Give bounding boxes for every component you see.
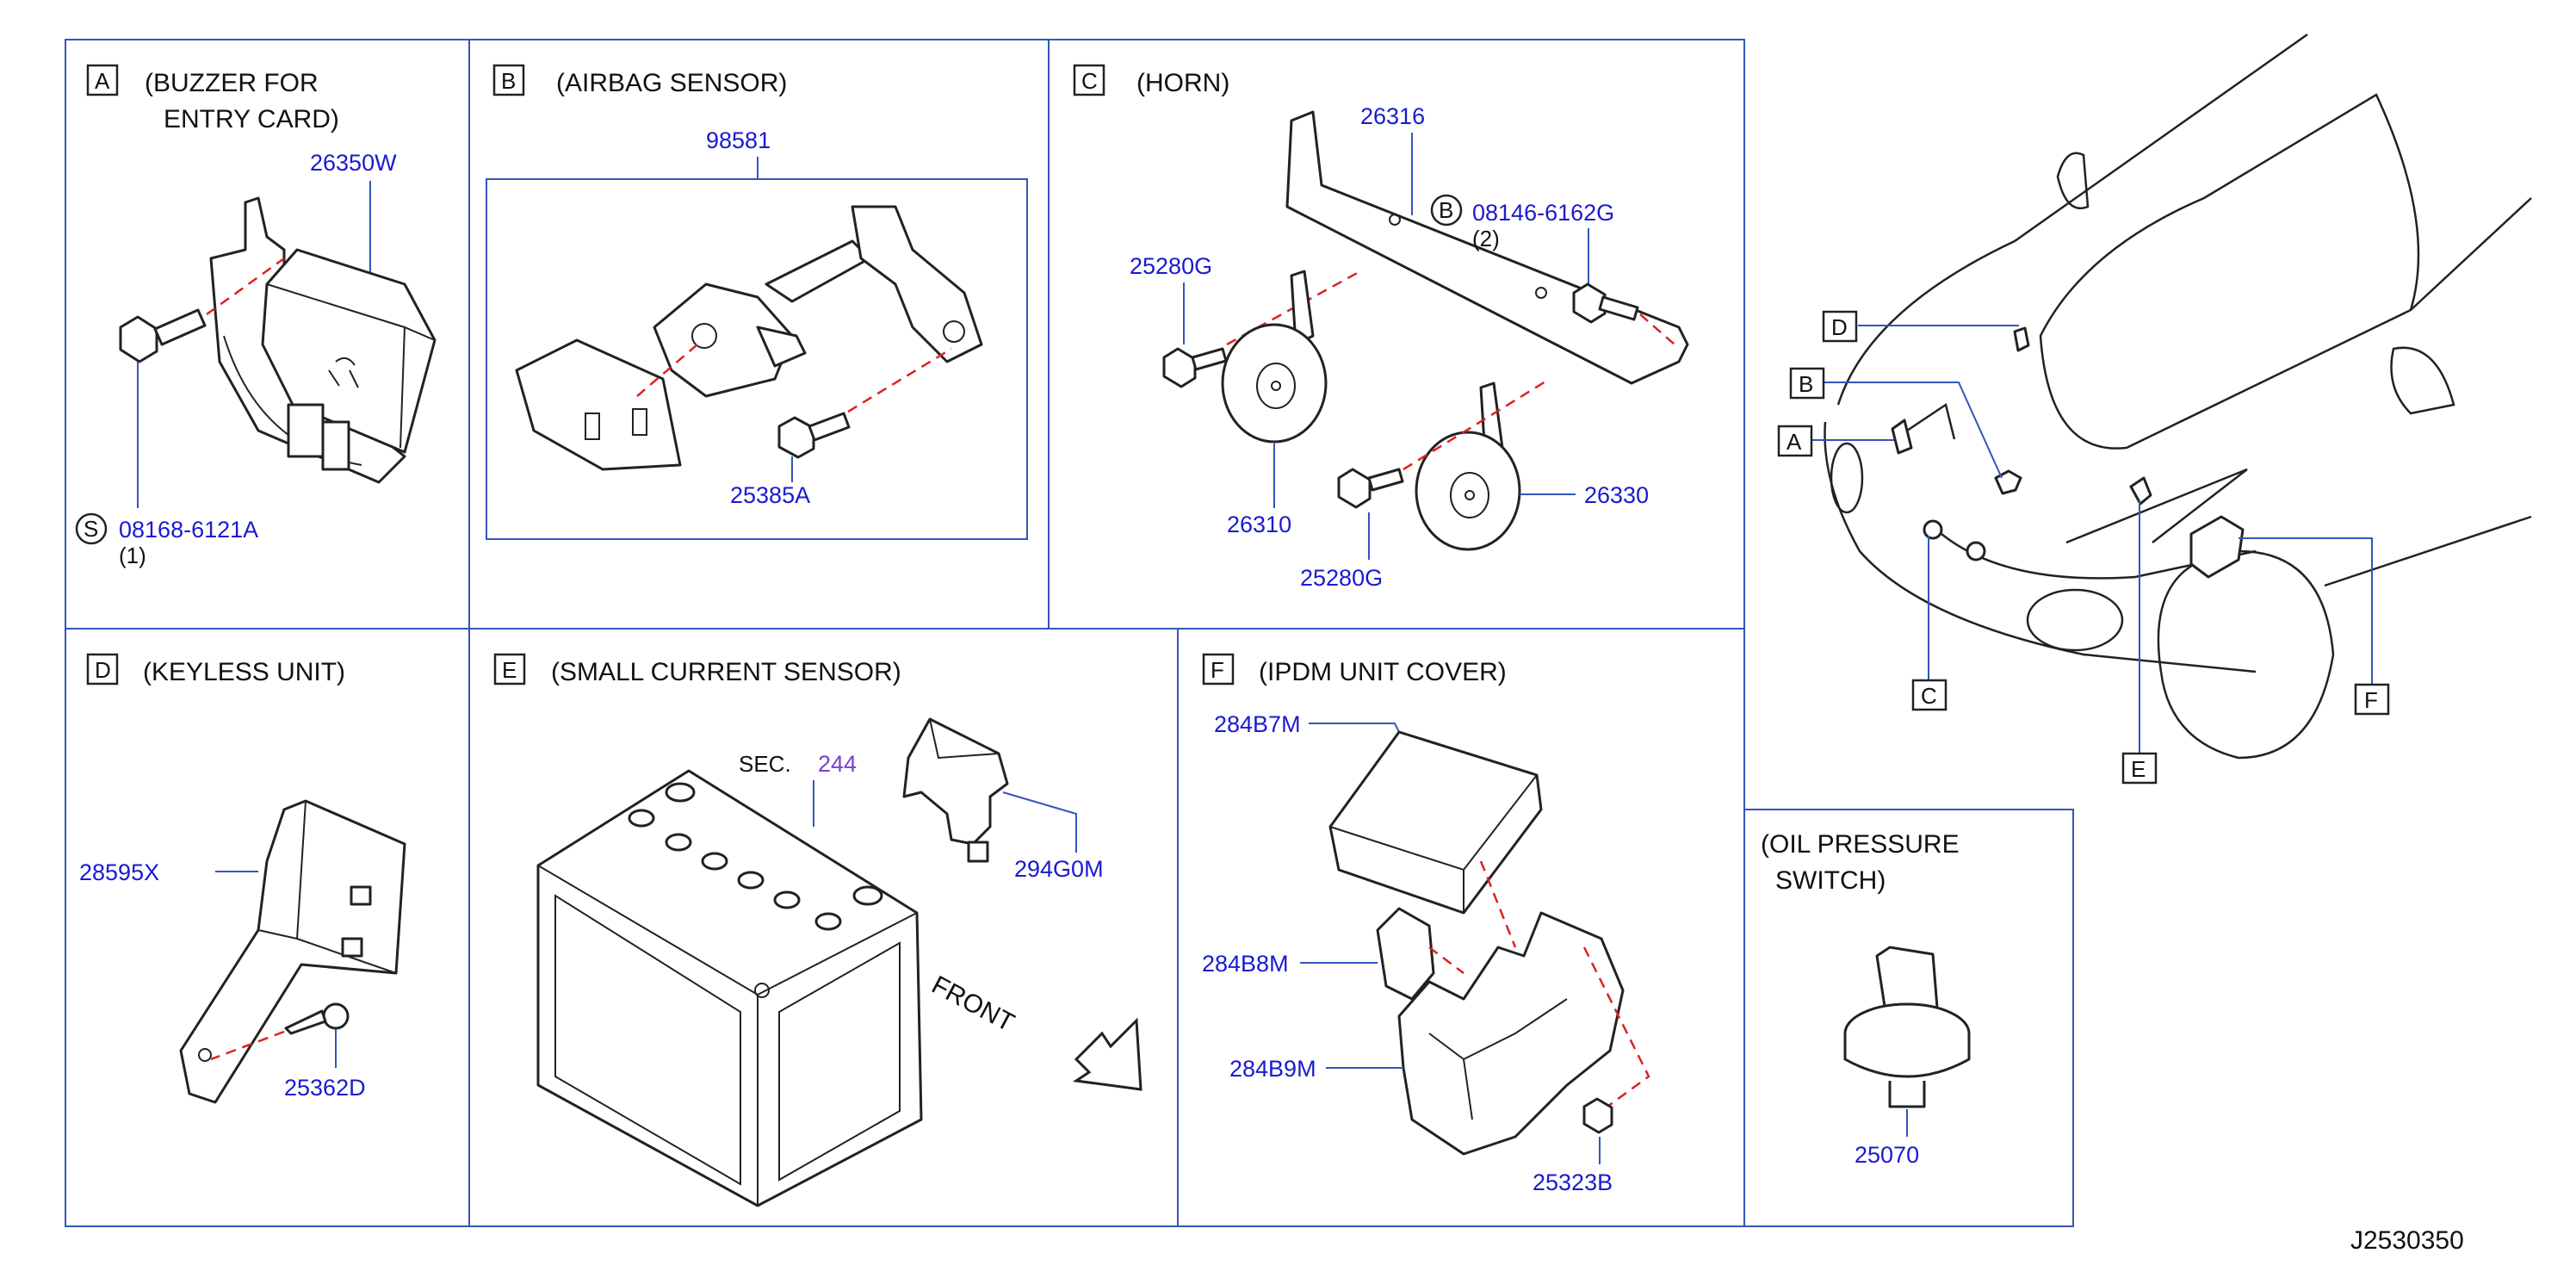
panel-b: B (AIRBAG SENSOR) 98581 25385A — [486, 64, 1028, 540]
panel-c-letter: C — [1081, 68, 1098, 94]
panel-a-letter-box — [86, 64, 119, 96]
part-08168-6121A[interactable]: 08168-6121A — [119, 517, 258, 543]
car-label-c: C — [1911, 679, 1947, 711]
car-location-view: D B A C E F — [1777, 33, 2532, 785]
svg-text:E: E — [2131, 756, 2146, 782]
panel-e-letter: E — [502, 657, 517, 683]
part-25362D[interactable]: 25362D — [284, 1075, 366, 1101]
panel-e: E (SMALL CURRENT SENSOR) SEC. 244 294G0M… — [493, 653, 1142, 1207]
airbag-sensor-assembly-box — [486, 178, 1028, 540]
buzzer-body — [261, 248, 437, 454]
car-label-a: A — [1777, 425, 1813, 457]
car-front-bumper — [1824, 421, 2257, 673]
bolt-25280G-bottom — [1337, 468, 1372, 509]
nut-25323B — [1582, 1097, 1613, 1134]
car-label-b: B — [1789, 367, 1825, 400]
part-294G0M[interactable]: 294G0M — [1014, 856, 1104, 882]
bolt-marker-s-letter: S — [84, 516, 98, 542]
part-26316[interactable]: 26316 — [1360, 103, 1425, 129]
battery — [536, 769, 923, 1207]
panel-b-letter: B — [501, 68, 516, 94]
panel-c: C (HORN) 26316 B 08146-6162G (2) 25280G … — [1073, 64, 1689, 591]
ipdm-cover-284B7M — [1328, 730, 1543, 915]
part-98581[interactable]: 98581 — [706, 127, 771, 153]
part-26350W[interactable]: 26350W — [310, 150, 397, 176]
svg-text:D: D — [1831, 314, 1848, 340]
car-hood — [2065, 468, 2248, 544]
panel-d-title: (KEYLESS UNIT) — [143, 658, 345, 686]
panel-b-title: (AIRBAG SENSOR) — [556, 69, 787, 97]
panel-f-letter: F — [1211, 657, 1224, 683]
part-25323B[interactable]: 25323B — [1533, 1169, 1613, 1195]
panel-d-letter: D — [95, 657, 111, 683]
part-25385A[interactable]: 25385A — [730, 482, 810, 508]
ipdm-clip-284B8M — [1376, 907, 1435, 1001]
panel-f: F (IPDM UNIT COVER) 284B7M 284B8M 284B9M… — [1202, 653, 1650, 1195]
svg-text:F: F — [2364, 687, 2378, 713]
part-25280G-bottom[interactable]: 25280G — [1300, 565, 1383, 591]
panel-a: A (BUZZER FOR ENTRY CARD) 26350W S 08168… — [75, 64, 437, 568]
bolt-qty-c: (2) — [1472, 226, 1500, 251]
panel-f-title: (IPDM UNIT COVER) — [1259, 658, 1507, 686]
car-mirror — [2390, 346, 2455, 415]
oil-title-line2: SWITCH) — [1775, 866, 1886, 895]
part-28595X[interactable]: 28595X — [79, 859, 159, 885]
part-26330[interactable]: 26330 — [1584, 482, 1649, 508]
car-label-f: F — [2354, 683, 2390, 716]
bolt-marker-s — [75, 512, 108, 545]
diagram-id: J2530350 — [2350, 1226, 2464, 1255]
screw-25362D — [322, 1002, 350, 1030]
buzzer-bracket — [209, 196, 406, 484]
bolt-25385A — [777, 416, 815, 459]
oil-title-line1: (OIL PRESSURE — [1761, 830, 1960, 859]
airbag-mount-plate — [515, 338, 682, 471]
bolt-qty-a: (1) — [119, 543, 146, 568]
sec-label: SEC. — [739, 751, 791, 777]
svg-text:A: A — [1786, 429, 1802, 455]
part-284B9M[interactable]: 284B9M — [1229, 1056, 1316, 1082]
panel-a-title-line1: (BUZZER FOR — [145, 69, 319, 97]
sec-number-244[interactable]: 244 — [818, 751, 857, 777]
airbag-arm — [765, 239, 871, 303]
part-08146-6162G[interactable]: 08146-6162G — [1472, 200, 1614, 226]
part-26310[interactable]: 26310 — [1227, 512, 1291, 537]
front-arrow — [1072, 1017, 1142, 1091]
car-wheel — [2157, 549, 2335, 760]
part-284B7M[interactable]: 284B7M — [1214, 711, 1301, 737]
panel-a-letter: A — [95, 68, 110, 94]
car-label-d: D — [1822, 310, 1858, 343]
bolt-marker-b-letter: B — [1439, 197, 1453, 223]
part-25280G-top[interactable]: 25280G — [1130, 253, 1212, 279]
panel-c-title: (HORN) — [1136, 69, 1229, 97]
panel-a-title-line2: ENTRY CARD) — [164, 105, 339, 133]
part-284B8M[interactable]: 284B8M — [1202, 951, 1289, 977]
bolt-08146-6162G — [1572, 282, 1607, 324]
panel-frames — [65, 39, 2074, 1227]
ipdm-base-284B9M — [1397, 911, 1625, 1156]
panel-e-title: (SMALL CURRENT SENSOR) — [551, 658, 901, 686]
svg-text:C: C — [1921, 683, 1937, 709]
svg-text:B: B — [1799, 371, 1813, 397]
part-25070[interactable]: 25070 — [1855, 1142, 1919, 1168]
panel-d: D (KEYLESS UNIT) 28595X 25362D — [79, 653, 406, 1104]
car-windshield — [2039, 93, 2420, 450]
bolt-25280G-top — [1162, 347, 1197, 388]
oil-switch-connector — [1875, 946, 1939, 1014]
keyless-unit-28595X — [179, 799, 406, 1104]
front-label: FRONT — [927, 971, 1019, 1038]
panel-oil-pressure: (OIL PRESSURE SWITCH) 25070 — [1761, 830, 1971, 1168]
horn-26310 — [1221, 323, 1328, 444]
bolt-08168-6121A — [119, 315, 158, 363]
battery-terminals — [628, 782, 883, 931]
car-label-e: E — [2121, 752, 2158, 785]
leader-26350W — [362, 181, 371, 285]
current-sensor-294G0M — [902, 717, 1009, 846]
